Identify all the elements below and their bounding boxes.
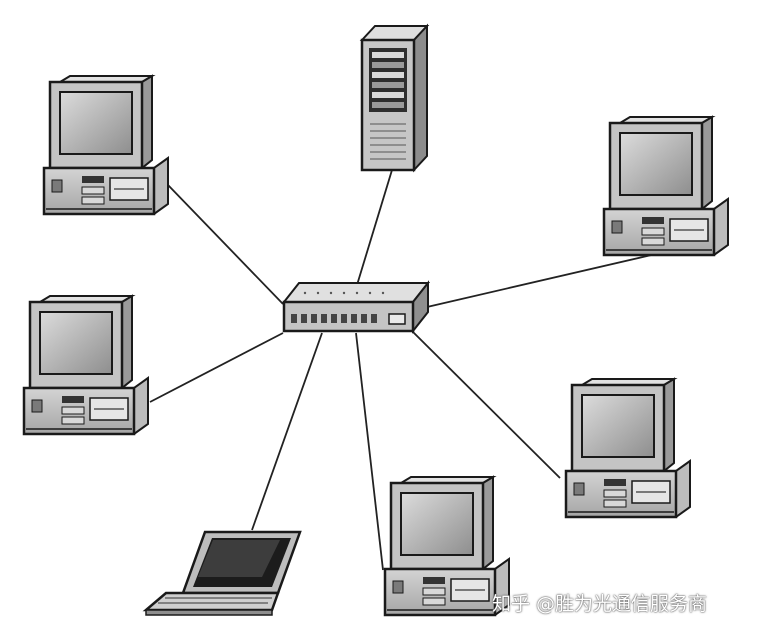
link-pc-mid-right	[412, 331, 561, 479]
link-pc-top-left	[167, 184, 284, 305]
link-pc-top-right	[426, 252, 661, 308]
watermark-text: 知乎 @胜为光通信服务商	[492, 593, 708, 615]
desktop-computer-icon	[22, 294, 150, 436]
link-pc-bottom	[355, 332, 384, 571]
desktop-computer-icon	[42, 74, 170, 216]
connection-lines	[149, 169, 661, 571]
link-server	[356, 169, 393, 286]
link-pc-mid-left	[149, 332, 284, 403]
network-switch-icon	[281, 280, 431, 334]
desktop-computer-icon	[564, 377, 692, 519]
desktop-computer-icon	[383, 475, 511, 617]
laptop-icon	[142, 530, 302, 616]
desktop-computer-icon	[602, 115, 730, 257]
link-laptop	[251, 332, 323, 531]
tower-server-icon	[359, 23, 430, 173]
